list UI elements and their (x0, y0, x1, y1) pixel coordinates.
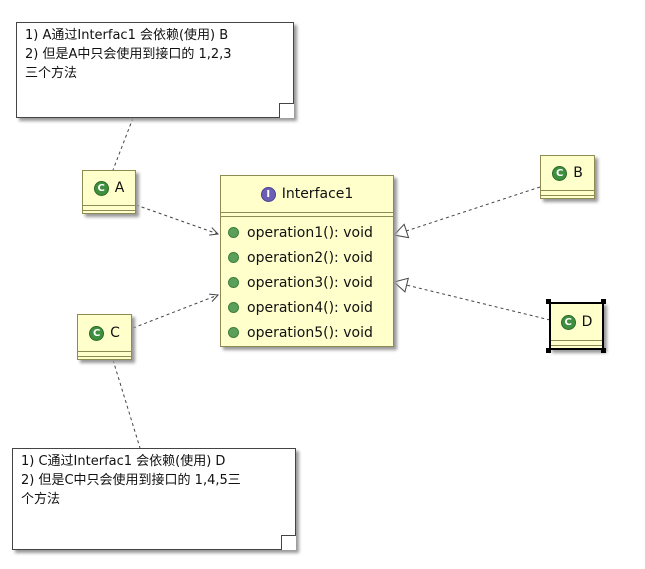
note-fold-corner (281, 535, 296, 550)
note-bottom-anchor (112, 359, 141, 449)
class-b-attributes (541, 190, 594, 195)
operation-public-icon (228, 227, 239, 238)
class-icon: C (552, 165, 568, 181)
selection-handle-bottom-left[interactable] (546, 348, 551, 353)
class-c-attributes (78, 351, 131, 356)
interface-header: I Interface1 (221, 176, 393, 212)
note-top-line-3: 三个方法 (25, 66, 78, 81)
operation-row[interactable]: operation2(): void (221, 245, 393, 270)
operation-public-icon (228, 277, 239, 288)
operation-row[interactable]: operation3(): void (221, 270, 393, 295)
operation-public-icon (228, 327, 239, 338)
class-b[interactable]: C B (540, 155, 595, 199)
operation-label: operation3(): void (247, 274, 373, 291)
dependency-c-to-interface (132, 295, 218, 329)
class-icon: C (89, 325, 105, 341)
operation-row[interactable]: operation1(): void (221, 220, 393, 245)
realization-b-to-interface (392, 186, 541, 239)
class-c-header: C C (78, 315, 131, 351)
note-top[interactable]: 1) A通过Interfac1 会依赖(使用) B 2) 但是A中只会使用到接口… (16, 22, 294, 118)
selection-handle-top-right[interactable] (601, 299, 606, 304)
selection-handle-bottom-right[interactable] (601, 348, 606, 353)
note-bottom-line-1: 1) C通过Interfac1 会依赖(使用) D (21, 454, 226, 469)
operation-public-icon (228, 302, 239, 313)
class-a-operations (83, 210, 135, 215)
note-top-line-1: 1) A通过Interfac1 会依赖(使用) B (25, 28, 229, 43)
class-b-header: C B (541, 156, 594, 190)
note-bottom-line-3: 个方法 (21, 492, 61, 507)
note-bottom-line-2: 2) 但是C中只会使用到接口的 1,4,5三 (21, 473, 241, 488)
class-a-header: C A (83, 171, 135, 205)
note-top-line-2: 2) 但是A中只会使用到接口的 1,2,3 (25, 47, 232, 62)
selection-handle-top-left[interactable] (546, 299, 551, 304)
operation-label: operation4(): void (247, 299, 373, 316)
class-c-operations (78, 356, 131, 361)
operation-public-icon (228, 252, 239, 263)
class-d[interactable]: C D (549, 302, 604, 350)
class-d-attributes (551, 340, 602, 345)
note-top-anchor (112, 117, 134, 171)
class-icon: C (560, 314, 576, 330)
class-icon: C (93, 180, 109, 196)
class-a[interactable]: C A (82, 170, 136, 214)
interface-icon: I (260, 186, 276, 202)
class-d-operations (551, 345, 602, 350)
operation-label: operation5(): void (247, 324, 373, 341)
class-b-operations (541, 195, 594, 200)
operation-row[interactable]: operation5(): void (221, 320, 393, 345)
note-bottom[interactable]: 1) C通过Interfac1 会依赖(使用) D 2) 但是C中只会使用到接口… (12, 448, 296, 550)
interface-name: Interface1 (281, 186, 354, 202)
interface-interface1[interactable]: I Interface1 operation1(): void operatio… (220, 175, 394, 347)
realization-d-to-interface (392, 277, 551, 321)
class-c[interactable]: C C (77, 314, 132, 360)
operation-label: operation1(): void (247, 224, 373, 241)
class-c-name: C (110, 325, 120, 341)
dependency-a-to-interface (135, 204, 218, 234)
class-d-header: C D (551, 304, 602, 340)
class-a-name: A (114, 180, 125, 196)
interface-attributes (221, 212, 393, 216)
interface-operations: operation1(): void operation2(): void op… (221, 216, 393, 345)
operation-label: operation2(): void (247, 249, 373, 266)
class-b-name: B (573, 165, 583, 181)
operation-row[interactable]: operation4(): void (221, 295, 393, 320)
note-fold-corner (279, 103, 294, 118)
class-a-attributes (83, 205, 135, 210)
class-d-name: D (581, 314, 593, 330)
